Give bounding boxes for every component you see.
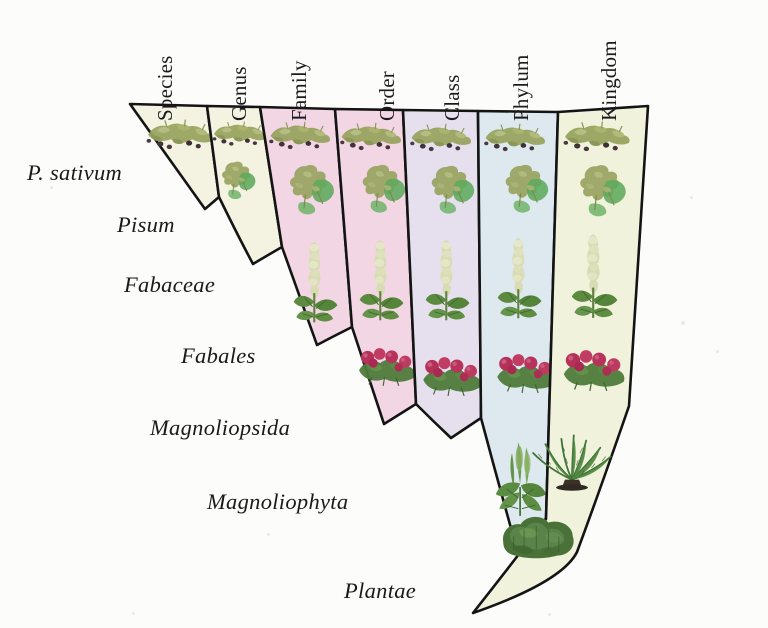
- scan-speckle: [681, 321, 685, 325]
- scan-speckle: [716, 350, 719, 353]
- taxon-label-kingdom: Plantae: [344, 578, 417, 603]
- rank-header-kingdom: Kingdom: [597, 40, 621, 121]
- taxon-label-class: Magnoliopsida: [150, 415, 291, 440]
- band-kingdom[interactable]: [471, 104, 650, 615]
- band-genus[interactable]: [205, 104, 284, 266]
- rank-header-family: Family: [287, 60, 311, 121]
- taxon-label-genus: Pisum: [117, 212, 175, 237]
- scan-speckle: [132, 612, 135, 615]
- rank-header-species: Species: [153, 55, 177, 121]
- rank-header-class: Class: [440, 74, 464, 121]
- taxon-label-phylum: Magnoliophyta: [207, 489, 349, 514]
- rank-header-genus: Genus: [227, 66, 251, 121]
- band-phylum[interactable]: [476, 109, 560, 541]
- band-order[interactable]: [333, 107, 418, 426]
- taxon-label-order: Fabales: [181, 343, 256, 368]
- taxon-label-family: Fabaceae: [124, 272, 216, 297]
- band-class[interactable]: [401, 108, 483, 440]
- scan-speckle: [50, 186, 53, 189]
- rank-header-order: Order: [375, 71, 399, 121]
- taxon-label-species: P. sativum: [27, 160, 123, 185]
- band-family[interactable]: [258, 105, 354, 347]
- scan-speckle: [690, 196, 693, 199]
- scan-speckle: [267, 533, 270, 536]
- rank-header-phylum: Phylum: [509, 54, 533, 121]
- scan-speckle: [548, 613, 551, 616]
